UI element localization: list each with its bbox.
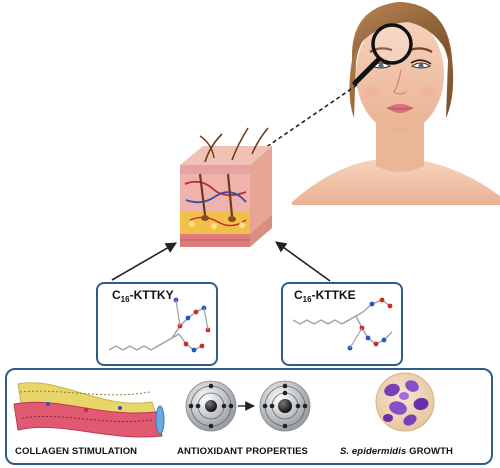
molecule-structure-icon [292, 297, 393, 351]
atom-icon [185, 380, 237, 432]
bacteria-dish-icon [375, 372, 435, 432]
caption-growth: S. epidermidis GROWTH [340, 446, 453, 457]
effects-box [5, 368, 493, 465]
collagen-fiber-icon [13, 382, 165, 438]
skin-cross-section-icon [180, 127, 272, 247]
face-illustration [292, 2, 500, 205]
peptide-label-right: C16-KTTKE [294, 288, 356, 304]
caption-collagen: COLLAGEN STIMULATION [15, 446, 138, 457]
species-name: S. epidermidis [340, 446, 407, 457]
atom-icon [259, 380, 311, 432]
arrow-right [275, 241, 331, 282]
dashed-connector [261, 84, 358, 151]
peptide-label-left: C16-KTTKY [112, 288, 174, 304]
molecule-structure-icon [108, 297, 211, 353]
magnifier-icon [352, 23, 413, 86]
arrow-left [111, 242, 177, 281]
caption-antioxidant: ANTIOXIDANT PROPERTIES [177, 446, 308, 457]
